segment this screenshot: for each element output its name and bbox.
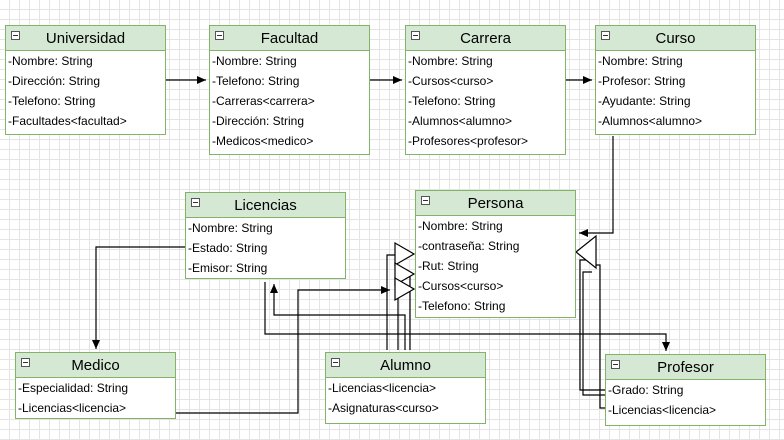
class-title: Profesor (657, 358, 714, 376)
attribute: -Profesor: String (598, 74, 686, 88)
attribute: -Alumnos<alumno> (598, 114, 703, 128)
class-header[interactable]: Medico (16, 353, 175, 378)
class-header[interactable]: Carrera (406, 26, 565, 51)
edge-licencias-profesor (264, 282, 670, 351)
class-title: Alumno (380, 356, 431, 374)
edge-alumno-persona-a (386, 254, 395, 350)
class-header[interactable]: Universidad (6, 26, 165, 51)
class-header[interactable]: Facultad (210, 26, 369, 51)
inheritance-arrowhead (394, 241, 416, 267)
collapse-icon[interactable] (421, 196, 430, 205)
attribute: -Nombre: String (8, 54, 93, 68)
attribute: -Emisor: String (188, 261, 268, 275)
attribute: -Telefono: String (8, 94, 96, 108)
edge-profesor-persona-c (596, 264, 606, 409)
collapse-icon[interactable] (21, 358, 30, 367)
attribute: -Dirección: String (8, 74, 101, 88)
attribute: -Licencias<licencia> (608, 403, 717, 417)
attribute: -Licencias<licencia> (18, 401, 127, 415)
attribute: -Cursos<curso> (408, 74, 494, 88)
class-title: Curso (655, 29, 696, 47)
attribute: -Especialidad: String (18, 381, 129, 395)
class-title: Persona (467, 194, 524, 212)
class-header[interactable]: Profesor (606, 355, 765, 380)
class-persona[interactable]: Persona -Nombre: String -contraseña: Str… (415, 190, 576, 318)
attribute: -Nombre: String (408, 54, 493, 68)
edge-profesor-persona-a (579, 259, 606, 391)
class-header[interactable]: Curso (596, 26, 755, 51)
attribute: -Nombre: String (188, 221, 273, 235)
attribute: -Carreras<carrera> (212, 94, 315, 108)
class-header[interactable]: Alumno (326, 353, 485, 378)
class-title: Facultad (260, 29, 319, 47)
collapse-icon[interactable] (611, 360, 620, 369)
edge-licencias-medico (92, 246, 186, 349)
class-header[interactable]: Persona (416, 191, 575, 216)
collapse-icon[interactable] (601, 31, 610, 40)
attribute: -Medicos<medico> (212, 134, 314, 148)
edge-curso-persona (579, 136, 614, 237)
class-profesor[interactable]: Profesor -Grado: String -Licencias<licen… (605, 354, 766, 426)
collapse-icon[interactable] (191, 198, 200, 207)
attribute: -Grado: String (608, 383, 684, 397)
attribute: -Alumnos<alumno> (408, 114, 513, 128)
attribute: -Facultades<facultad> (8, 114, 127, 128)
attribute: -Dirección: String (212, 114, 305, 128)
attribute: -Nombre: String (598, 54, 683, 68)
attribute: -Telefono: String (212, 74, 300, 88)
attribute: -Telefono: String (418, 299, 506, 313)
class-licencias[interactable]: Licencias -Nombre: String -Estado: Strin… (185, 192, 346, 279)
attribute: -Cursos<curso> (418, 279, 504, 293)
class-title: Carrera (460, 29, 511, 47)
class-title: Universidad (45, 29, 126, 47)
edge-profesor-persona-b (582, 271, 606, 396)
attribute: -Nombre: String (212, 54, 297, 68)
class-curso[interactable]: Curso -Nombre: String -Profesor: String … (595, 25, 756, 135)
attribute: -Nombre: String (418, 219, 503, 233)
collapse-icon[interactable] (11, 31, 20, 40)
class-universidad[interactable]: Universidad -Nombre: String -Dirección: … (5, 25, 166, 135)
inheritance-arrowhead (394, 261, 416, 287)
edge-medico-alumno (176, 286, 390, 414)
collapse-icon[interactable] (411, 31, 420, 40)
class-medico[interactable]: Medico -Especialidad: String -Licencias<… (15, 352, 176, 419)
attribute: -contraseña: String (418, 239, 520, 253)
attribute: -Rut: String (418, 259, 479, 273)
attribute: -Telefono: String (408, 94, 496, 108)
class-facultad[interactable]: Facultad -Nombre: String -Telefono: Stri… (209, 25, 370, 155)
inheritance-arrowhead (394, 276, 416, 302)
attribute: -Asignaturas<curso> (328, 401, 439, 415)
collapse-icon[interactable] (331, 358, 340, 367)
attribute: -Licencias<licencia> (328, 381, 437, 395)
class-header[interactable]: Licencias (186, 193, 345, 218)
class-alumno[interactable]: Alumno -Licencias<licencia> -Asignaturas… (325, 352, 486, 424)
collapse-icon[interactable] (215, 31, 224, 40)
attribute: -Estado: String (188, 241, 268, 255)
class-carrera[interactable]: Carrera -Nombre: String -Cursos<curso> -… (405, 25, 566, 155)
attribute: -Ayudante: String (598, 94, 691, 108)
attribute: -Profesores<profesor> (408, 134, 529, 148)
inheritance-arrowhead (575, 234, 597, 270)
class-title: Licencias (234, 196, 297, 214)
class-title: Medico (71, 356, 120, 374)
edge-alumno-licencias (270, 284, 406, 350)
